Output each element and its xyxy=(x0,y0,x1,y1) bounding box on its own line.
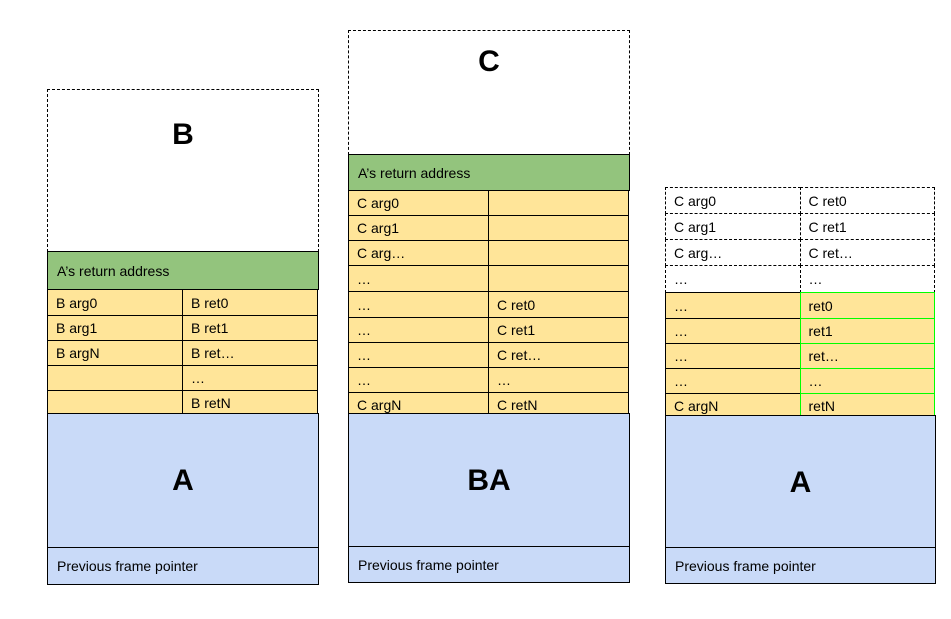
frame-c-box: C xyxy=(348,30,630,155)
table-row: C arg0 xyxy=(348,190,630,216)
arg-cell: C arg0 xyxy=(348,190,489,216)
table-row: C arg… C ret… xyxy=(665,239,936,266)
table-row: … ret0 xyxy=(665,292,936,319)
arg-cell: C arg… xyxy=(348,240,489,266)
table-row: … ret1 xyxy=(665,318,936,344)
table-row: … C ret1 xyxy=(348,317,630,343)
arg-cell: C arg… xyxy=(665,239,801,266)
arg-cell: C arg1 xyxy=(348,215,489,241)
arg-cell: C arg0 xyxy=(665,187,801,214)
frame-a-label: A xyxy=(172,464,194,497)
table-row: C arg… xyxy=(348,240,630,266)
stack-column-2: C A’s return address C arg0 C arg1 C arg… xyxy=(348,30,630,583)
arg-ret-rows: C arg0 C arg1 C arg… … … C ret0 … C ret1… xyxy=(348,190,630,418)
table-row: B arg1 B ret1 xyxy=(47,315,319,341)
arg-ret-rows: B arg0 B ret0 B arg1 B ret1 B argN B ret… xyxy=(47,289,319,416)
arg-cell: … xyxy=(348,317,489,343)
previous-frame-pointer: Previous frame pointer xyxy=(47,547,319,585)
ret-cell: ret1 xyxy=(799,318,935,344)
ret-cell xyxy=(488,240,629,266)
table-row: C arg0 C ret0 xyxy=(665,187,936,214)
frame-a-label: A xyxy=(789,466,812,499)
table-row: B arg0 B ret0 xyxy=(47,289,319,316)
arg-cell: … xyxy=(665,318,801,344)
frame-ba-label: BA xyxy=(467,464,511,497)
table-row: … xyxy=(47,365,319,391)
ret-cell xyxy=(488,190,629,216)
ret-cell: C ret0 xyxy=(488,291,629,318)
table-row: … C ret… xyxy=(348,342,630,368)
frame-b-box: B xyxy=(47,89,319,252)
arg-cell: … xyxy=(348,291,489,318)
ret-cell: … xyxy=(488,367,629,393)
arg-ret-rows: … ret0 … ret1 … ret… … … C argN retN xyxy=(665,292,936,419)
arg-cell: B argN xyxy=(47,340,183,366)
stack-column-1: B A’s return address B arg0 B ret0 B arg… xyxy=(47,89,319,585)
arg-cell: … xyxy=(665,343,801,369)
arg-cell: … xyxy=(348,367,489,393)
table-row: C arg1 C ret1 xyxy=(665,213,936,240)
return-address-row: A’s return address xyxy=(47,251,319,290)
ret-cell: C ret1 xyxy=(799,213,935,240)
arg-cell: … xyxy=(665,292,801,319)
arg-cell: B arg0 xyxy=(47,289,183,316)
arg-cell: … xyxy=(665,265,801,293)
previous-frame-pointer: Previous frame pointer xyxy=(665,547,936,584)
stack-column-3: C arg0 C ret0 C arg1 C ret1 C arg… C ret… xyxy=(665,187,936,584)
frame-ba-block: BA xyxy=(348,413,630,547)
table-row: B argN B ret… xyxy=(47,340,319,366)
ret-cell: B ret1 xyxy=(182,315,318,341)
table-row: … C ret0 xyxy=(348,291,630,318)
arg-cell: … xyxy=(348,265,489,292)
previous-frame-pointer: Previous frame pointer xyxy=(348,546,630,583)
arg-cell: … xyxy=(665,368,801,394)
ret-cell: C ret… xyxy=(799,239,935,266)
ret-cell: ret0 xyxy=(799,292,935,319)
ret-cell: ret… xyxy=(799,343,935,369)
table-row: … … xyxy=(665,265,936,293)
frame-a-block: A xyxy=(47,413,319,548)
ret-cell: … xyxy=(182,365,318,391)
ret-cell: C ret0 xyxy=(799,187,935,214)
arg-cell xyxy=(47,365,183,391)
frame-c-label: C xyxy=(478,45,500,78)
dashed-arg-ret-rows: C arg0 C ret0 C arg1 C ret1 C arg… C ret… xyxy=(665,187,936,293)
table-row: C arg1 xyxy=(348,215,630,241)
ret-cell: B ret… xyxy=(182,340,318,366)
table-row: B retN xyxy=(47,390,319,416)
ret-cell xyxy=(488,265,629,292)
ret-cell: C ret… xyxy=(488,342,629,368)
ret-cell: retN xyxy=(799,393,935,419)
table-row: … xyxy=(348,265,630,292)
ret-cell: … xyxy=(799,368,935,394)
frame-b-label: B xyxy=(172,118,194,151)
ret-cell: B retN xyxy=(182,390,318,416)
table-row: … … xyxy=(348,367,630,393)
ret-cell: … xyxy=(799,265,935,293)
arg-cell: B arg1 xyxy=(47,315,183,341)
frame-a-block: A xyxy=(665,415,936,548)
ret-cell: B ret0 xyxy=(182,289,318,316)
ret-cell xyxy=(488,215,629,241)
table-row: … ret… xyxy=(665,343,936,369)
arg-cell: … xyxy=(348,342,489,368)
return-address-row: A’s return address xyxy=(348,154,630,191)
ret-cell: C ret1 xyxy=(488,317,629,343)
table-row: … … xyxy=(665,368,936,394)
arg-cell: C arg1 xyxy=(665,213,801,240)
